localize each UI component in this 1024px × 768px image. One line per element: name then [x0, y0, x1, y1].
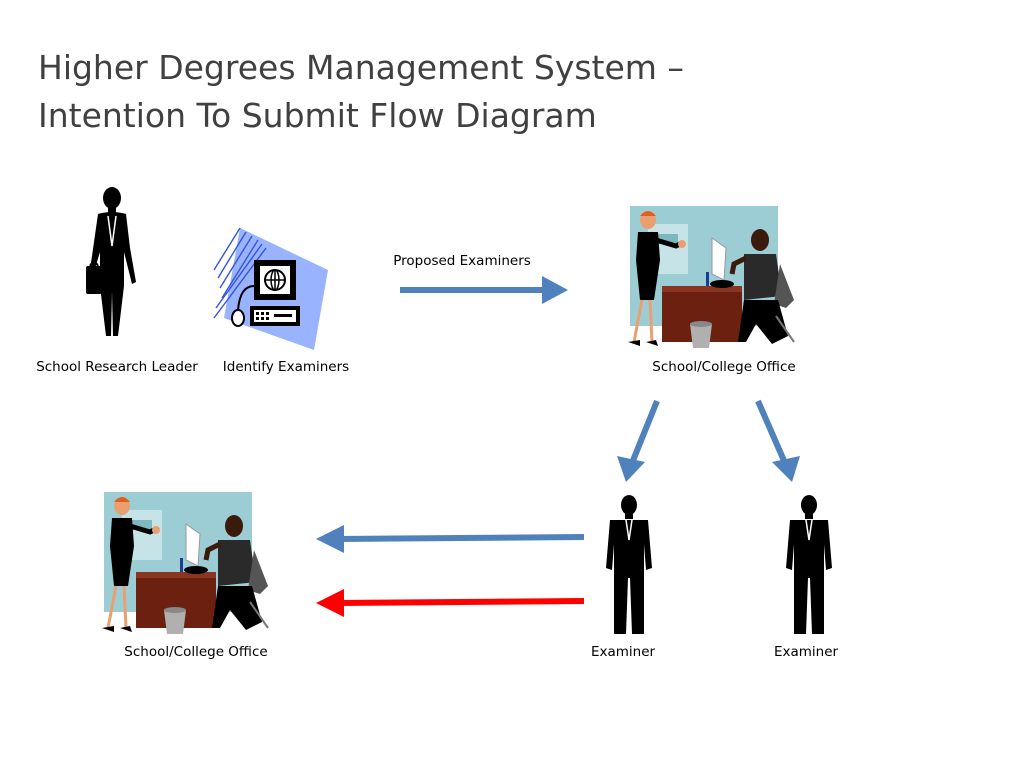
title-line-1: Higher Degrees Management System –: [38, 48, 684, 87]
title-line-2: Intention To Submit Flow Diagram: [38, 96, 597, 135]
label-identify-examiners: Identify Examiners: [222, 359, 350, 375]
office-meeting-illustration-top: [626, 204, 798, 348]
arrow-examiner-to-office-red: [316, 589, 585, 617]
arrow-examiner-to-office-blue: [316, 525, 585, 553]
office-meeting-illustration-bottom: [100, 490, 272, 634]
label-examiner-2: Examiner: [773, 644, 839, 660]
label-school-college-office-bottom: School/College Office: [124, 644, 268, 660]
examiner-figure-1: [606, 494, 652, 636]
label-school-research-leader: School Research Leader: [36, 359, 198, 375]
label-examiner-1: Examiner: [590, 644, 656, 660]
label-school-college-office-top: School/College Office: [652, 359, 796, 375]
research-leader-figure: [84, 186, 140, 338]
examiner-figure-2: [786, 494, 832, 636]
arrow-office-to-examiner-2: [755, 399, 800, 482]
computer-icon: [210, 226, 332, 354]
label-proposed-examiners: Proposed Examiners: [393, 253, 531, 269]
arrow-proposed-examiners: [400, 276, 568, 304]
page-title: Higher Degrees Management System – Inten…: [38, 44, 938, 140]
arrow-office-to-examiner-1: [617, 399, 660, 482]
